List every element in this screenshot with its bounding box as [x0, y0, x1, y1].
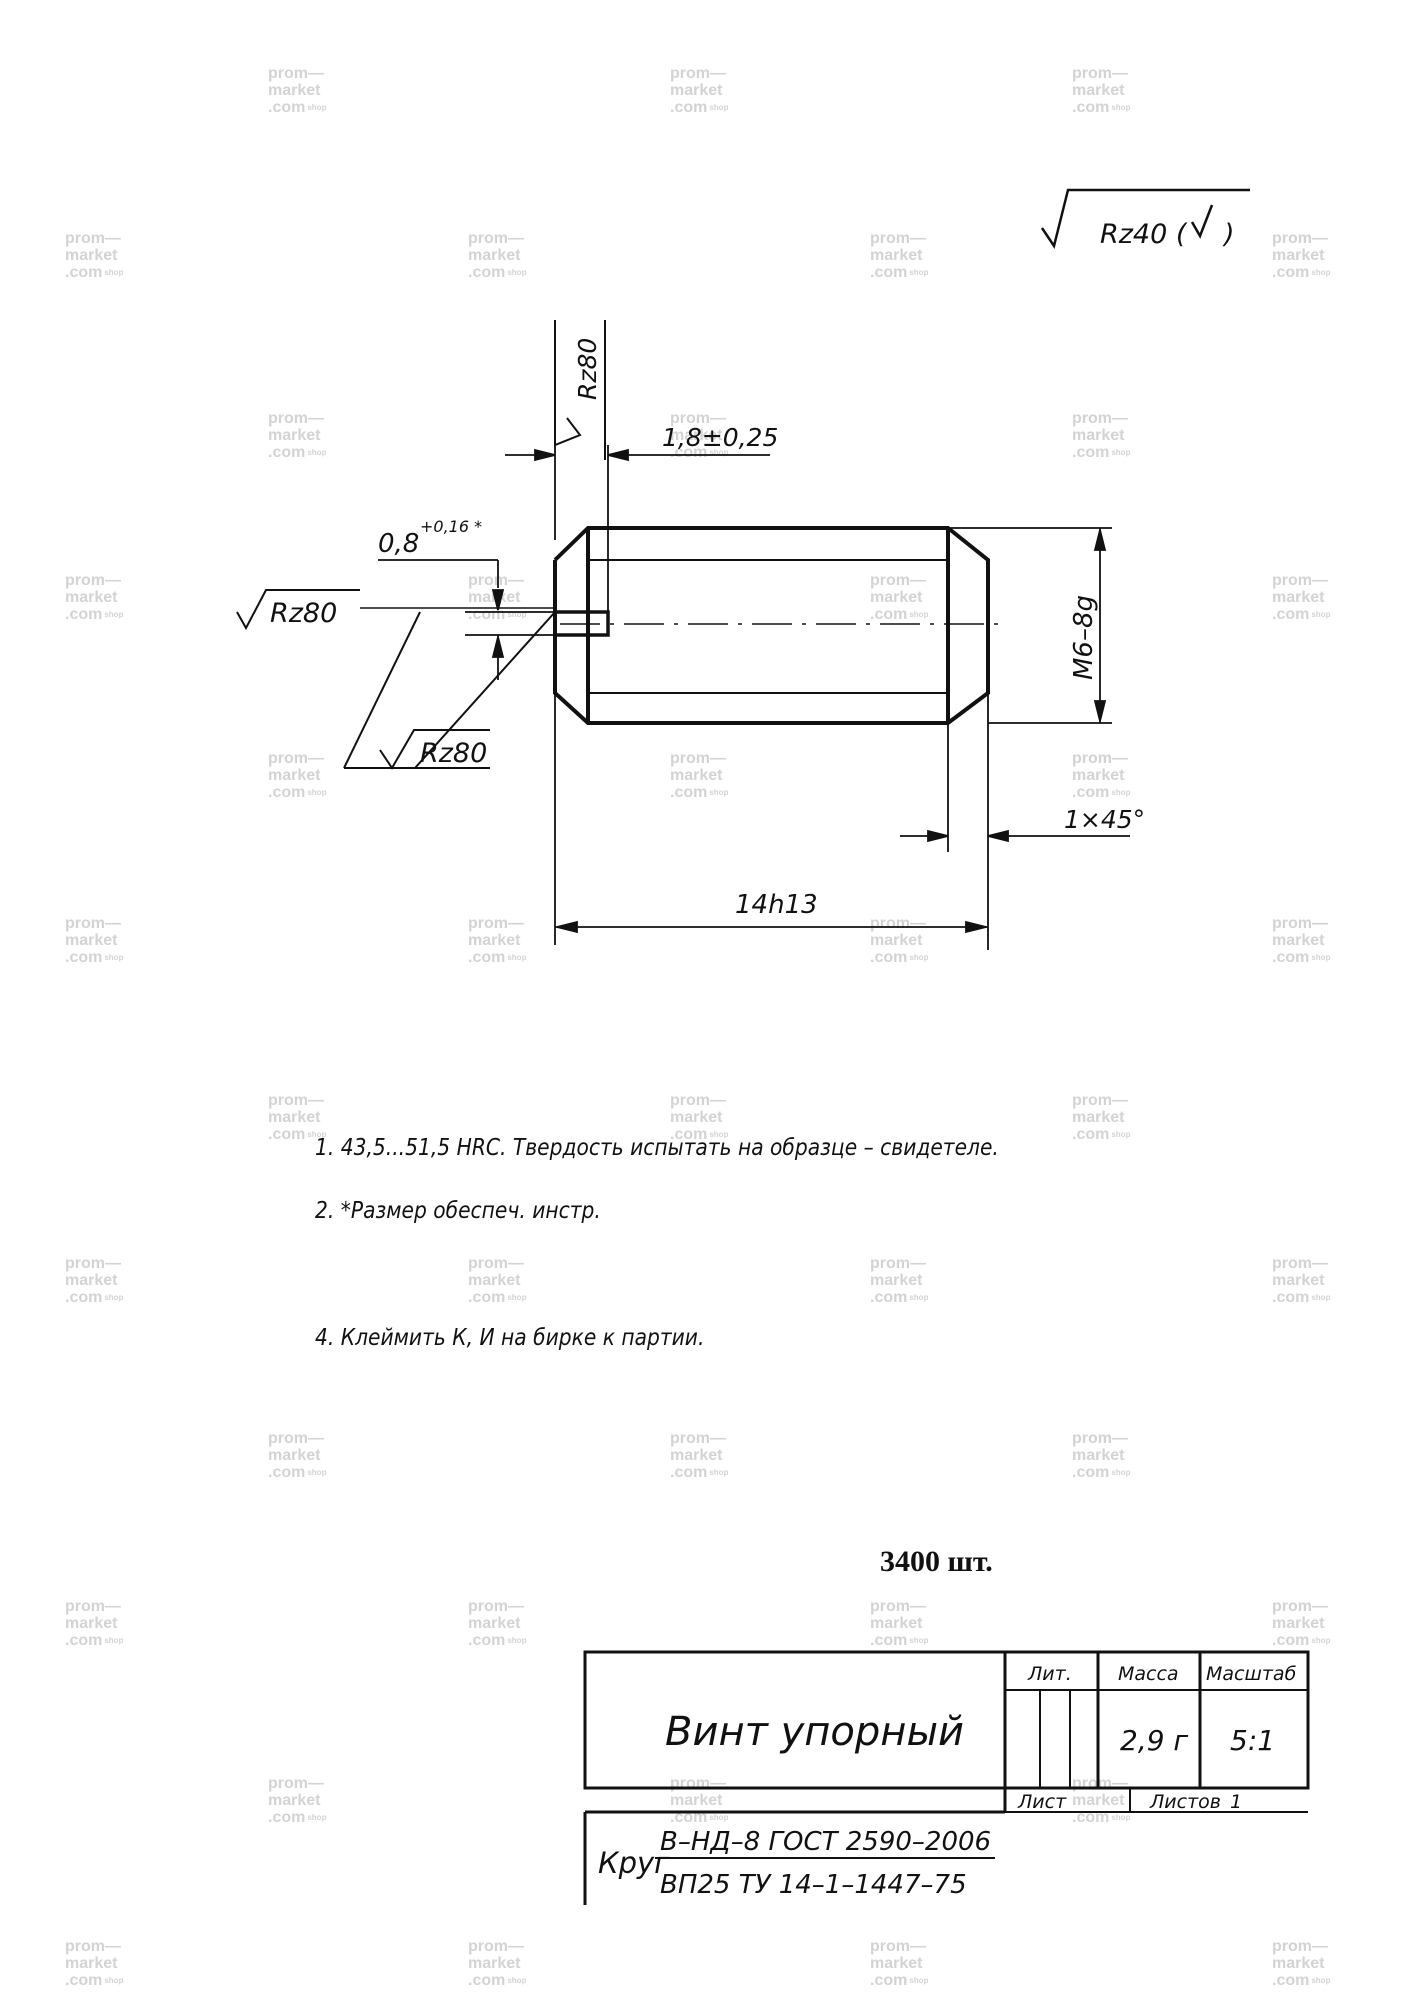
- dim-length-lines: [554, 693, 988, 945]
- material-top: В–НД–8 ГОСТ 2590–2006: [660, 1827, 991, 1857]
- screw-body: [553, 526, 990, 725]
- material-bottom: ВП25 ТУ 14–1–1447–75: [660, 1870, 967, 1900]
- general-roughness-symbol: [1040, 188, 1250, 250]
- dim-chamfer-label: 1×45°: [1064, 805, 1145, 834]
- top-roughness-symbol: [554, 320, 606, 460]
- dim-slot-depth-tolerance: +0,16 *: [420, 517, 482, 536]
- left-roughness-symbol: [236, 589, 360, 631]
- dim-slot-width-label: 1,8±0,25: [662, 423, 778, 452]
- dim-slot-depth-lines: [378, 559, 555, 680]
- mass-header: Масса: [1118, 1663, 1179, 1685]
- mass-value: 2,9 г: [1120, 1724, 1188, 1757]
- sheet-label: Лист: [1017, 1791, 1067, 1813]
- general-roughness-close: ): [1222, 219, 1235, 250]
- title-block-frame: [583, 1650, 1310, 1905]
- dim-slot-width-lines: [505, 445, 770, 612]
- dim-thread-label: M6–8g: [1069, 595, 1099, 680]
- sheets-value: 1: [1230, 1791, 1242, 1813]
- note-2: 2. *Размер обеспеч. инстр.: [315, 1198, 601, 1224]
- sheets-label: Листов: [1149, 1791, 1221, 1813]
- scale-header: Масштаб: [1206, 1663, 1297, 1685]
- left-roughness-label: Rz80: [270, 598, 337, 629]
- title-name: Винт упорный: [665, 1709, 964, 1755]
- lit-header: Лит.: [1027, 1663, 1072, 1685]
- note-4: 4. Клеймить К, И на бирке к партии.: [315, 1325, 705, 1351]
- dim-thread-lines: [948, 527, 1112, 724]
- top-roughness-label: Rz80: [573, 338, 602, 400]
- bottom-roughness-symbol: [343, 611, 556, 770]
- general-roughness-label: Rz40 (: [1100, 219, 1188, 250]
- scale-value: 5:1: [1230, 1724, 1275, 1757]
- note-1: 1. 43,5...51,5 HRC. Твердость испытать н…: [315, 1135, 999, 1161]
- dim-slot-depth-label: 0,8: [378, 529, 419, 559]
- dim-length-label: 14h13: [735, 890, 818, 920]
- dim-chamfer-lines: [900, 693, 1130, 950]
- quantity-label: 3400 шт.: [880, 1545, 993, 1578]
- bottom-roughness-label: Rz80: [420, 738, 487, 769]
- material-prefix: Круг: [598, 1846, 670, 1880]
- screw-slot: [555, 610, 610, 637]
